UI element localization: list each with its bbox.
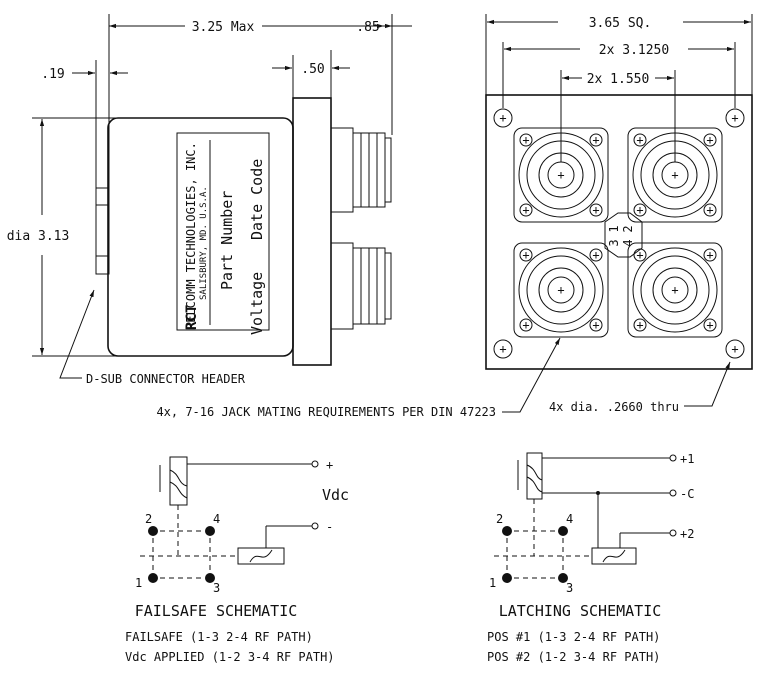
hole-callout: 4x dia. .2660 thru — [549, 400, 679, 414]
svg-text:+: + — [592, 318, 599, 332]
svg-text:1: 1 — [607, 225, 621, 232]
company-name: RELCOMM TECHNOLOGIES, INC. — [184, 142, 198, 330]
flange-face — [485, 94, 753, 370]
svg-text:+: + — [522, 133, 529, 147]
svg-text:+: + — [706, 248, 713, 262]
svg-text:4: 4 — [621, 239, 635, 246]
svg-text:3: 3 — [213, 581, 220, 595]
date-code-field: Date Code — [248, 159, 266, 240]
port-number-badge: 1 3 2 4 — [604, 212, 643, 258]
dsub-header — [95, 187, 110, 275]
rct-logo: RCT — [184, 305, 200, 330]
voltage-field: Voltage — [248, 272, 266, 335]
failsafe-plus-terminal: + — [326, 458, 333, 472]
flange — [292, 97, 332, 366]
svg-text:4: 4 — [566, 512, 573, 526]
dim-flange-size: 3.65 SQ. — [589, 16, 652, 31]
dim-body-diameter: dia 3.13 — [7, 229, 70, 244]
mounting-holes: + + + + — [493, 108, 745, 359]
latching-coil — [526, 452, 543, 500]
svg-text:3: 3 — [607, 239, 621, 246]
failsafe-mode-line1: FAILSAFE (1-3 2-4 RF PATH) — [125, 630, 313, 644]
latching-schematic: +1 -C 2 4 1 3 +2 LATCHING SCHEMATIC POS … — [487, 452, 694, 664]
side-view: RELCOMM TECHNOLOGIES, INC. SALISBURY, MD… — [7, 14, 412, 386]
latching-mode-line1: POS #1 (1-3 2-4 RF PATH) — [487, 630, 660, 644]
svg-text:2: 2 — [621, 225, 635, 232]
latching-mode-line2: POS #2 (1-2 3-4 RF PATH) — [487, 650, 660, 664]
svg-text:+: + — [636, 133, 643, 147]
svg-text:+: + — [499, 342, 506, 356]
front-view: + + + + + + + + + + + + + — [156, 14, 753, 419]
part-number-field: Part Number — [218, 191, 236, 290]
svg-text:+: + — [671, 283, 678, 297]
port-connector-1: + + + + + — [513, 127, 609, 223]
failsafe-title: FAILSAFE SCHEMATIC — [135, 602, 298, 620]
failsafe-vdc-label: Vdc — [322, 486, 349, 504]
dim-flange-spacing: .50 — [301, 62, 324, 77]
svg-text:+: + — [557, 168, 564, 182]
latching-terminal-2: +2 — [680, 527, 694, 541]
svg-text:+: + — [706, 318, 713, 332]
svg-text:+: + — [557, 283, 564, 297]
rf-connector-bottom — [330, 242, 392, 330]
svg-text:1: 1 — [135, 576, 142, 590]
svg-text:3: 3 — [566, 581, 573, 595]
latching-terminal-1: +1 — [680, 452, 694, 466]
jack-callout: 4x, 7-16 JACK MATING REQUIREMENTS PER DI… — [156, 405, 496, 419]
svg-text:+: + — [522, 318, 529, 332]
company-location: SALISBURY, MD. U.S.A. — [199, 186, 209, 300]
failsafe-minus-terminal: - — [326, 520, 333, 534]
port-connector-3: + + + + + — [513, 242, 609, 338]
dsub-callout: D-SUB CONNECTOR HEADER — [86, 372, 246, 386]
svg-text:+: + — [592, 203, 599, 217]
latching-terminal-c: -C — [680, 487, 694, 501]
svg-text:1: 1 — [489, 576, 496, 590]
port-connector-4: + + + + + — [627, 242, 723, 338]
latching-title: LATCHING SCHEMATIC — [499, 602, 662, 620]
svg-text:4: 4 — [213, 512, 220, 526]
label-plate — [176, 132, 270, 331]
failsafe-actuator — [237, 547, 285, 565]
svg-text:+: + — [731, 342, 738, 356]
svg-text:+: + — [706, 203, 713, 217]
svg-text:2: 2 — [145, 512, 152, 526]
svg-text:+: + — [671, 168, 678, 182]
failsafe-schematic: + Vdc 2 4 1 3 - FAILSAFE SCHEMATIC FAILS… — [125, 456, 349, 664]
dim-connector-length: .85 — [356, 20, 379, 35]
svg-text:+: + — [706, 133, 713, 147]
latching-actuator — [591, 547, 637, 565]
svg-text:+: + — [522, 248, 529, 262]
svg-text:+: + — [636, 318, 643, 332]
svg-text:+: + — [592, 133, 599, 147]
svg-text:+: + — [636, 203, 643, 217]
dim-header-offset: .19 — [41, 67, 64, 82]
dim-overall-length: 3.25 Max — [192, 20, 255, 35]
failsafe-coil — [169, 456, 188, 506]
rf-connector-top — [330, 127, 392, 213]
svg-text:+: + — [592, 248, 599, 262]
svg-text:+: + — [499, 111, 506, 125]
dim-hole-spacing: 2x 3.1250 — [599, 43, 669, 58]
dim-connector-pitch: 2x 1.550 — [587, 72, 650, 87]
svg-text:2: 2 — [496, 512, 503, 526]
failsafe-mode-line2: Vdc APPLIED (1-2 3-4 RF PATH) — [125, 650, 335, 664]
svg-text:+: + — [522, 203, 529, 217]
svg-text:+: + — [636, 248, 643, 262]
svg-text:+: + — [731, 111, 738, 125]
